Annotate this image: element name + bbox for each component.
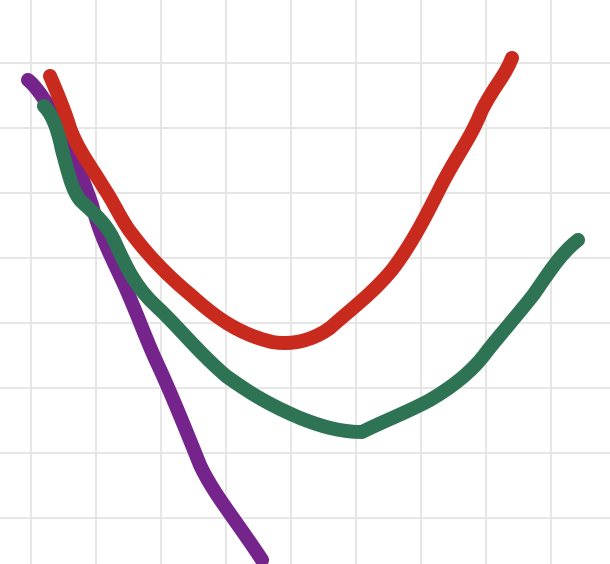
strokes <box>21 51 585 564</box>
red-stroke[interactable] <box>43 51 519 350</box>
green-stroke[interactable] <box>37 99 585 439</box>
